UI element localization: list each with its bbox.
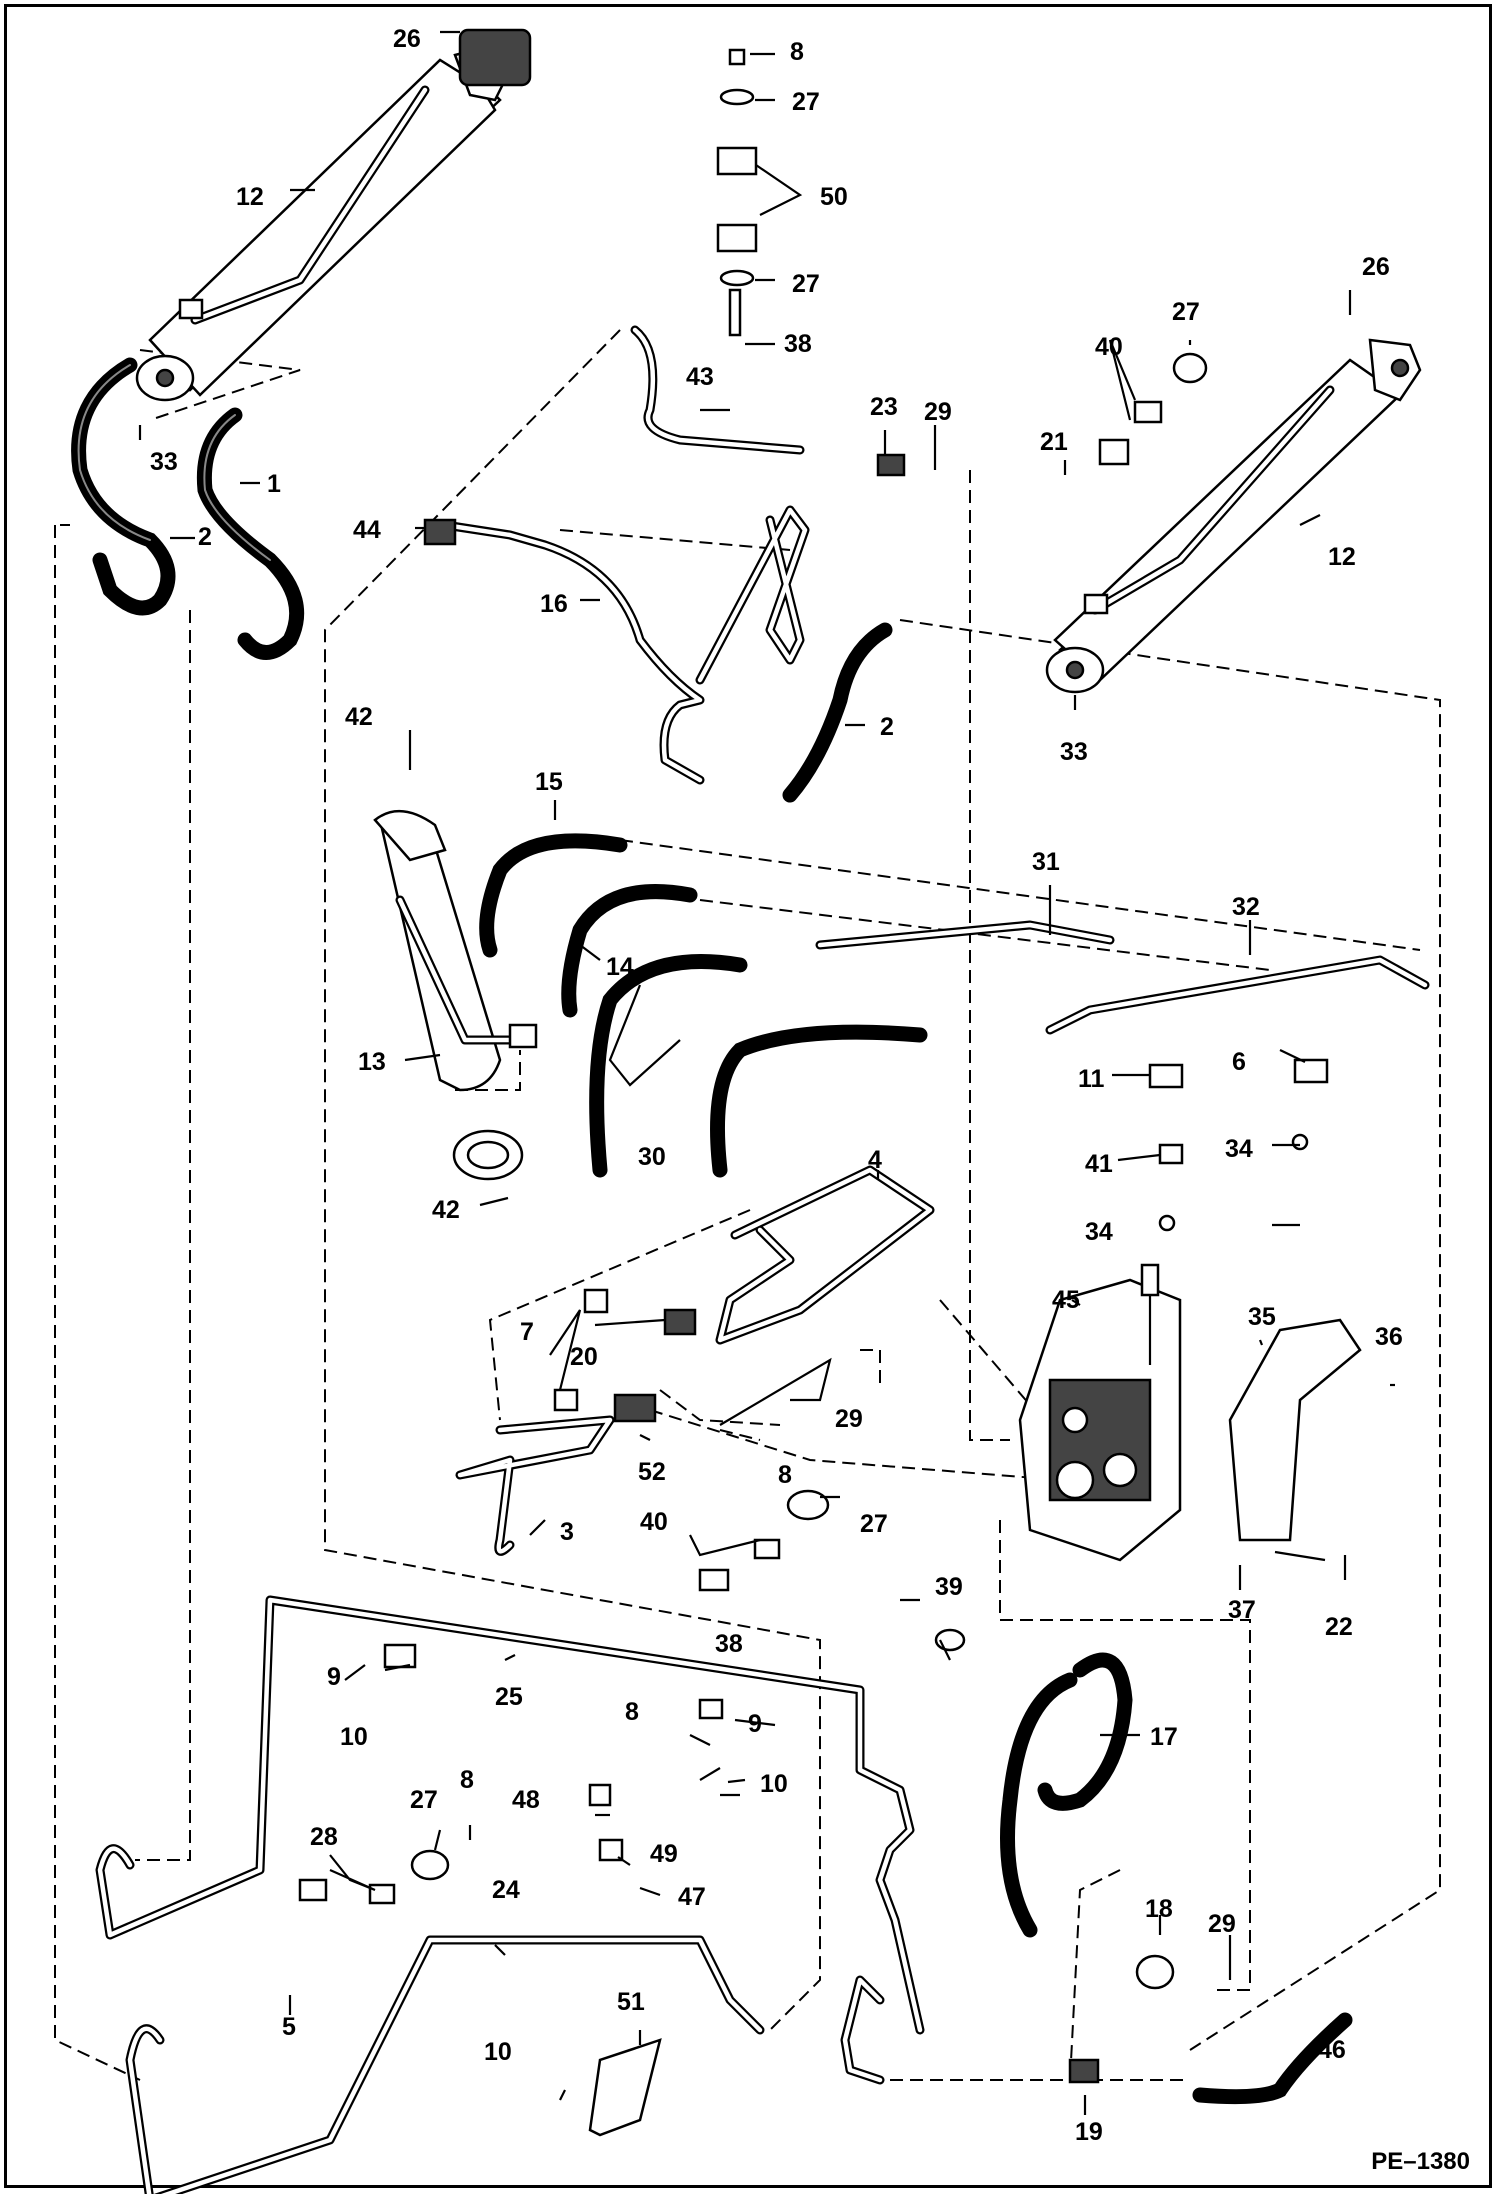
- callout-41: 41: [1085, 1150, 1113, 1178]
- callout-32: 32: [1232, 893, 1260, 921]
- callout-31: 31: [1032, 848, 1060, 876]
- leader-lines: [138, 30, 1395, 2115]
- callout-39: 39: [935, 1573, 963, 1601]
- dashed-connection-lines: [54, 329, 1441, 2081]
- valve-mount-bracket: [1228, 1318, 1362, 1542]
- figure-code: PE–1380: [1371, 2148, 1470, 2175]
- callout-38-top: 38: [784, 330, 812, 358]
- callout-27-mid: 27: [860, 1510, 888, 1538]
- callout-33-left: 33: [150, 448, 178, 476]
- callout-labels: 26 8 27 50 27 38 12 33 1 2 44 43 23 29 1…: [150, 25, 1403, 2146]
- callout-27-top: 27: [792, 88, 820, 116]
- callout-15: 15: [535, 768, 563, 796]
- callout-24: 24: [492, 1876, 520, 1904]
- hoses: [71, 357, 1353, 2105]
- callout-8-mid: 8: [778, 1461, 792, 1489]
- callout-9-right: 9: [748, 1710, 762, 1738]
- callout-2-mid: 2: [880, 713, 894, 741]
- callout-29-bottom: 29: [1208, 1910, 1236, 1938]
- callout-27-lower: 27: [410, 1786, 438, 1814]
- callout-44: 44: [353, 516, 381, 544]
- callout-22: 22: [1325, 1613, 1353, 1641]
- callout-25: 25: [495, 1683, 523, 1711]
- callout-4: 4: [868, 1146, 882, 1174]
- callout-42-bottom: 42: [432, 1196, 460, 1224]
- callout-34-upper: 34: [1225, 1135, 1253, 1163]
- lift-cylinder-left: [135, 43, 512, 402]
- callout-47: 47: [678, 1883, 706, 1911]
- diagram-frame: [4, 4, 1492, 2188]
- callout-16: 16: [540, 590, 568, 618]
- callout-52: 52: [638, 1458, 666, 1486]
- callout-21: 21: [1040, 428, 1068, 456]
- callout-43: 43: [686, 363, 714, 391]
- callout-8-lower: 8: [625, 1698, 639, 1726]
- callout-10-bottom: 10: [484, 2038, 512, 2066]
- callout-48: 48: [512, 1786, 540, 1814]
- callout-42-top: 42: [345, 703, 373, 731]
- callout-29-mid: 29: [835, 1405, 863, 1433]
- callout-26-top-left: 26: [393, 25, 421, 53]
- callout-37: 37: [1228, 1596, 1256, 1624]
- callout-2-left: 2: [198, 523, 212, 551]
- fittings: [298, 28, 1329, 2137]
- callout-36: 36: [1375, 1323, 1403, 1351]
- callout-49: 49: [650, 1840, 678, 1868]
- callout-40-right: 40: [1095, 333, 1123, 361]
- callout-26-right: 26: [1362, 253, 1390, 281]
- tilt-cylinder: [373, 809, 538, 1181]
- callout-19: 19: [1075, 2118, 1103, 2146]
- callout-45: 45: [1052, 1286, 1080, 1314]
- callout-8-top: 8: [790, 38, 804, 66]
- callout-3: 3: [560, 1518, 574, 1546]
- callout-33-right: 33: [1060, 738, 1088, 766]
- callout-50: 50: [820, 183, 848, 211]
- callout-17: 17: [1150, 1723, 1178, 1751]
- callout-10-left: 10: [340, 1723, 368, 1751]
- callout-40-mid: 40: [640, 1508, 668, 1536]
- callout-27-right: 27: [1172, 298, 1200, 326]
- callout-11: 11: [1078, 1065, 1105, 1093]
- callout-46: 46: [1318, 2036, 1346, 2064]
- callout-7: 7: [520, 1318, 534, 1346]
- callout-38-mid: 38: [715, 1630, 743, 1658]
- callout-1: 1: [267, 470, 281, 498]
- callout-51: 51: [617, 1988, 645, 2016]
- callout-12-left: 12: [236, 183, 264, 211]
- callout-20: 20: [570, 1343, 598, 1371]
- callout-23: 23: [870, 393, 898, 421]
- callout-27-mid-top: 27: [792, 270, 820, 298]
- callout-18: 18: [1145, 1895, 1173, 1923]
- callout-34-lower: 34: [1085, 1218, 1113, 1246]
- callout-13: 13: [358, 1048, 386, 1076]
- callout-12-right: 12: [1328, 543, 1356, 571]
- callout-10-right: 10: [760, 1770, 788, 1798]
- callout-28: 28: [310, 1823, 338, 1851]
- callout-29-top: 29: [924, 398, 952, 426]
- callout-35: 35: [1248, 1303, 1276, 1331]
- steel-lines: [95, 325, 1430, 2194]
- callout-14: 14: [606, 953, 634, 981]
- lift-cylinder-right: [1045, 338, 1422, 694]
- callout-6: 6: [1232, 1048, 1246, 1076]
- control-valve: [1018, 1263, 1182, 1562]
- callout-9-left: 9: [327, 1663, 341, 1691]
- callout-5: 5: [282, 2013, 296, 2041]
- callout-8-lowest: 8: [460, 1766, 474, 1794]
- callout-30: 30: [638, 1143, 666, 1171]
